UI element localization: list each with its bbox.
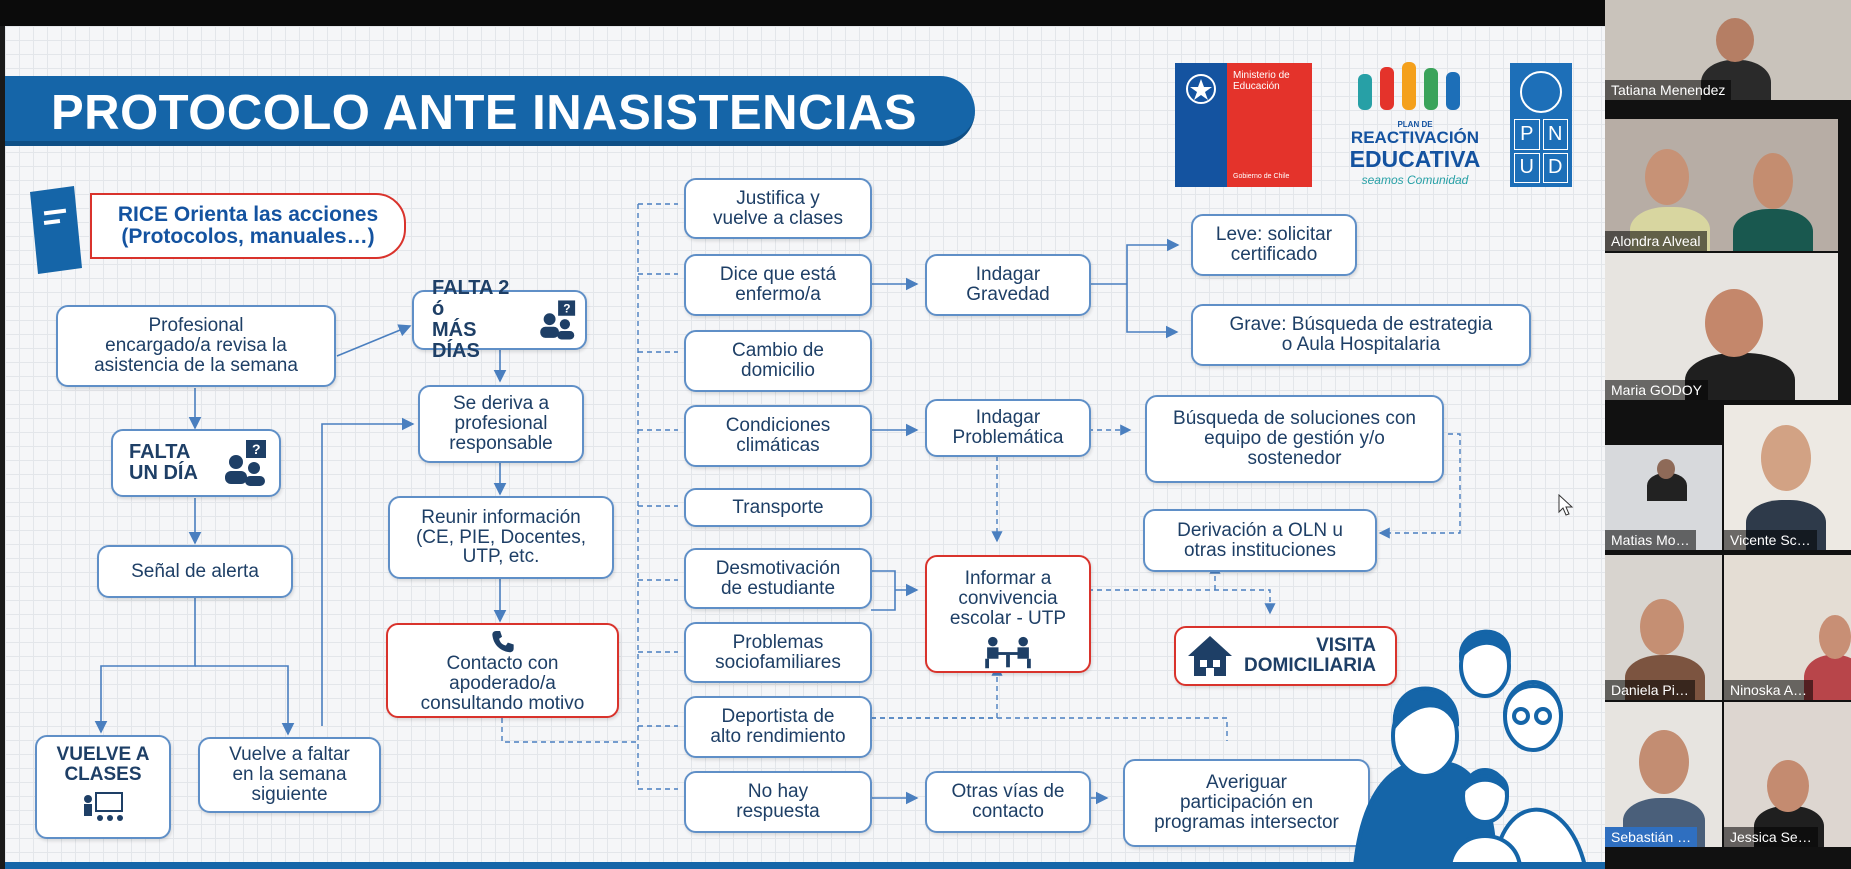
ministerio-logo: Ministerio de Educación Gobierno de Chil… [1175,63,1312,187]
participant-tile[interactable]: Sebastián … [1605,702,1722,847]
node-vuelve-faltar: Vuelve a faltar en la semana siguiente [198,737,381,813]
node-averiguar: Averiguar participación en programas int… [1123,759,1370,847]
node-climaticas: Condiciones climáticas [684,405,872,467]
participant-tile[interactable]: Ninoska A… [1724,555,1851,700]
undp-letter: P [1514,119,1540,150]
top-bar [0,0,1605,26]
participant-tile[interactable]: Vicente Sc… [1724,405,1851,550]
plan-educativa-text: EDUCATIVA [1349,146,1481,172]
node-grave: Grave: Búsqueda de estrategia o Aula Hos… [1191,304,1531,366]
participant-name: Jessica Se… [1724,827,1818,847]
node-reunir: Reunir información (CE, PIE, Docentes, U… [388,496,614,579]
hands-icon [1358,62,1460,110]
node-otras-vias: Otras vías de contacto [925,771,1091,833]
node-informar: Informar a convivencia escolar - UTP [925,555,1091,673]
svg-text:?: ? [252,441,261,457]
node-falta-2-dias: FALTA 2 ó MÁS DÍAS ? [412,278,587,362]
node-domicilio: Cambio de domicilio [684,330,872,392]
node-enfermo: Dice que está enfermo/a [684,254,872,316]
ministerio-text: Ministerio de Educación [1233,70,1290,92]
node-leve: Leve: solicitar certificado [1191,214,1357,276]
node-deriva: Se deriva a profesional responsable [418,385,584,463]
mouse-cursor-icon [1558,494,1574,516]
people-question-icon: ? [224,440,266,486]
node-visita-domiciliaria: VISITA DOMICILIARIA [1174,626,1397,686]
node-sociofamiliares: Problemas sociofamiliares [684,622,872,683]
slide-title: PROTOCOLO ANTE INASISTENCIAS [51,86,918,140]
participant-name: Alondra Alveal [1605,231,1707,251]
participant-tile[interactable]: Daniela Pi… [1605,555,1722,700]
book-icon [30,186,82,274]
node-deportista: Deportista de alto rendimiento [684,696,872,758]
node-problematica: Indagar Problemática [925,399,1091,457]
participant-name: Tatiana Menendez [1605,80,1732,100]
participants-panel: Tatiana Menendez Alondra Alveal Maria GO… [1605,0,1851,869]
node-transporte: Transporte [684,488,872,527]
node-derivacion: Derivación a OLN u otras instituciones [1143,509,1377,572]
plan-reactivacion-text: REACTIVACIÓN [1350,128,1480,147]
participant-tile[interactable]: Maria GODOY [1605,253,1838,400]
participant-tile[interactable]: Alondra Alveal [1605,119,1838,251]
node-no-respuesta: No hay respuesta [684,771,872,833]
node-profesional: Profesional encargado/a revisa la asiste… [56,305,336,387]
node-soluciones: Búsqueda de soluciones con equipo de ges… [1145,395,1444,483]
rice-label: RICE Orienta las acciones (Protocolos, m… [90,193,406,259]
undp-letter: N [1542,119,1568,150]
bottom-stripe [5,862,1605,869]
house-icon [1188,636,1232,676]
participant-name: Vicente Sc… [1724,530,1817,550]
node-justifica: Justifica y vuelve a clases [684,178,872,239]
participant-name: Matias Mo… [1605,530,1696,550]
meeting-icon [985,636,1031,669]
plan-small-text: PLAN DE [1397,120,1433,129]
plan-reactivacion-logo: PLAN DE REACTIVACIÓN EDUCATIVA seamos Co… [1340,62,1490,192]
people-question-icon: ? [540,300,576,340]
undp-letter: D [1542,152,1568,183]
node-contacto: Contacto con apoderado/a consultando mot… [386,623,619,718]
undp-letter: U [1514,152,1540,183]
participant-tile[interactable]: Matias Mo… [1605,445,1722,550]
title-banner: PROTOCOLO ANTE INASISTENCIAS [5,76,975,146]
teacher-icon [84,791,123,821]
globe-icon [1520,71,1562,113]
participant-name: Maria GODOY [1605,380,1709,400]
node-senal-alerta: Señal de alerta [97,545,293,598]
svg-text:?: ? [564,301,571,315]
plan-slogan-text: seamos Comunidad [1361,173,1469,187]
participant-tile[interactable]: Tatiana Menendez [1605,0,1851,100]
family-illustration [1352,629,1588,866]
participant-name: Daniela Pi… [1605,680,1695,700]
shared-slide: PROTOCOLO ANTE INASISTENCIAS Ministerio … [5,26,1605,869]
node-falta-un-dia: FALTA UN DÍA ? [111,429,281,497]
participant-tile[interactable]: Jessica Se… [1724,702,1851,847]
participant-name: Sebastián … [1605,827,1698,847]
node-vuelve-clases: VUELVE A CLASES [35,735,171,839]
undp-logo: P N U D [1510,63,1572,187]
phone-icon [491,630,514,653]
flow-connectors [94,203,1461,805]
node-gravedad: Indagar Gravedad [925,254,1091,316]
gobierno-text: Gobierno de Chile [1233,173,1290,180]
participant-name: Ninoska A… [1724,680,1814,700]
node-desmotivacion: Desmotivación de estudiante [684,548,872,609]
